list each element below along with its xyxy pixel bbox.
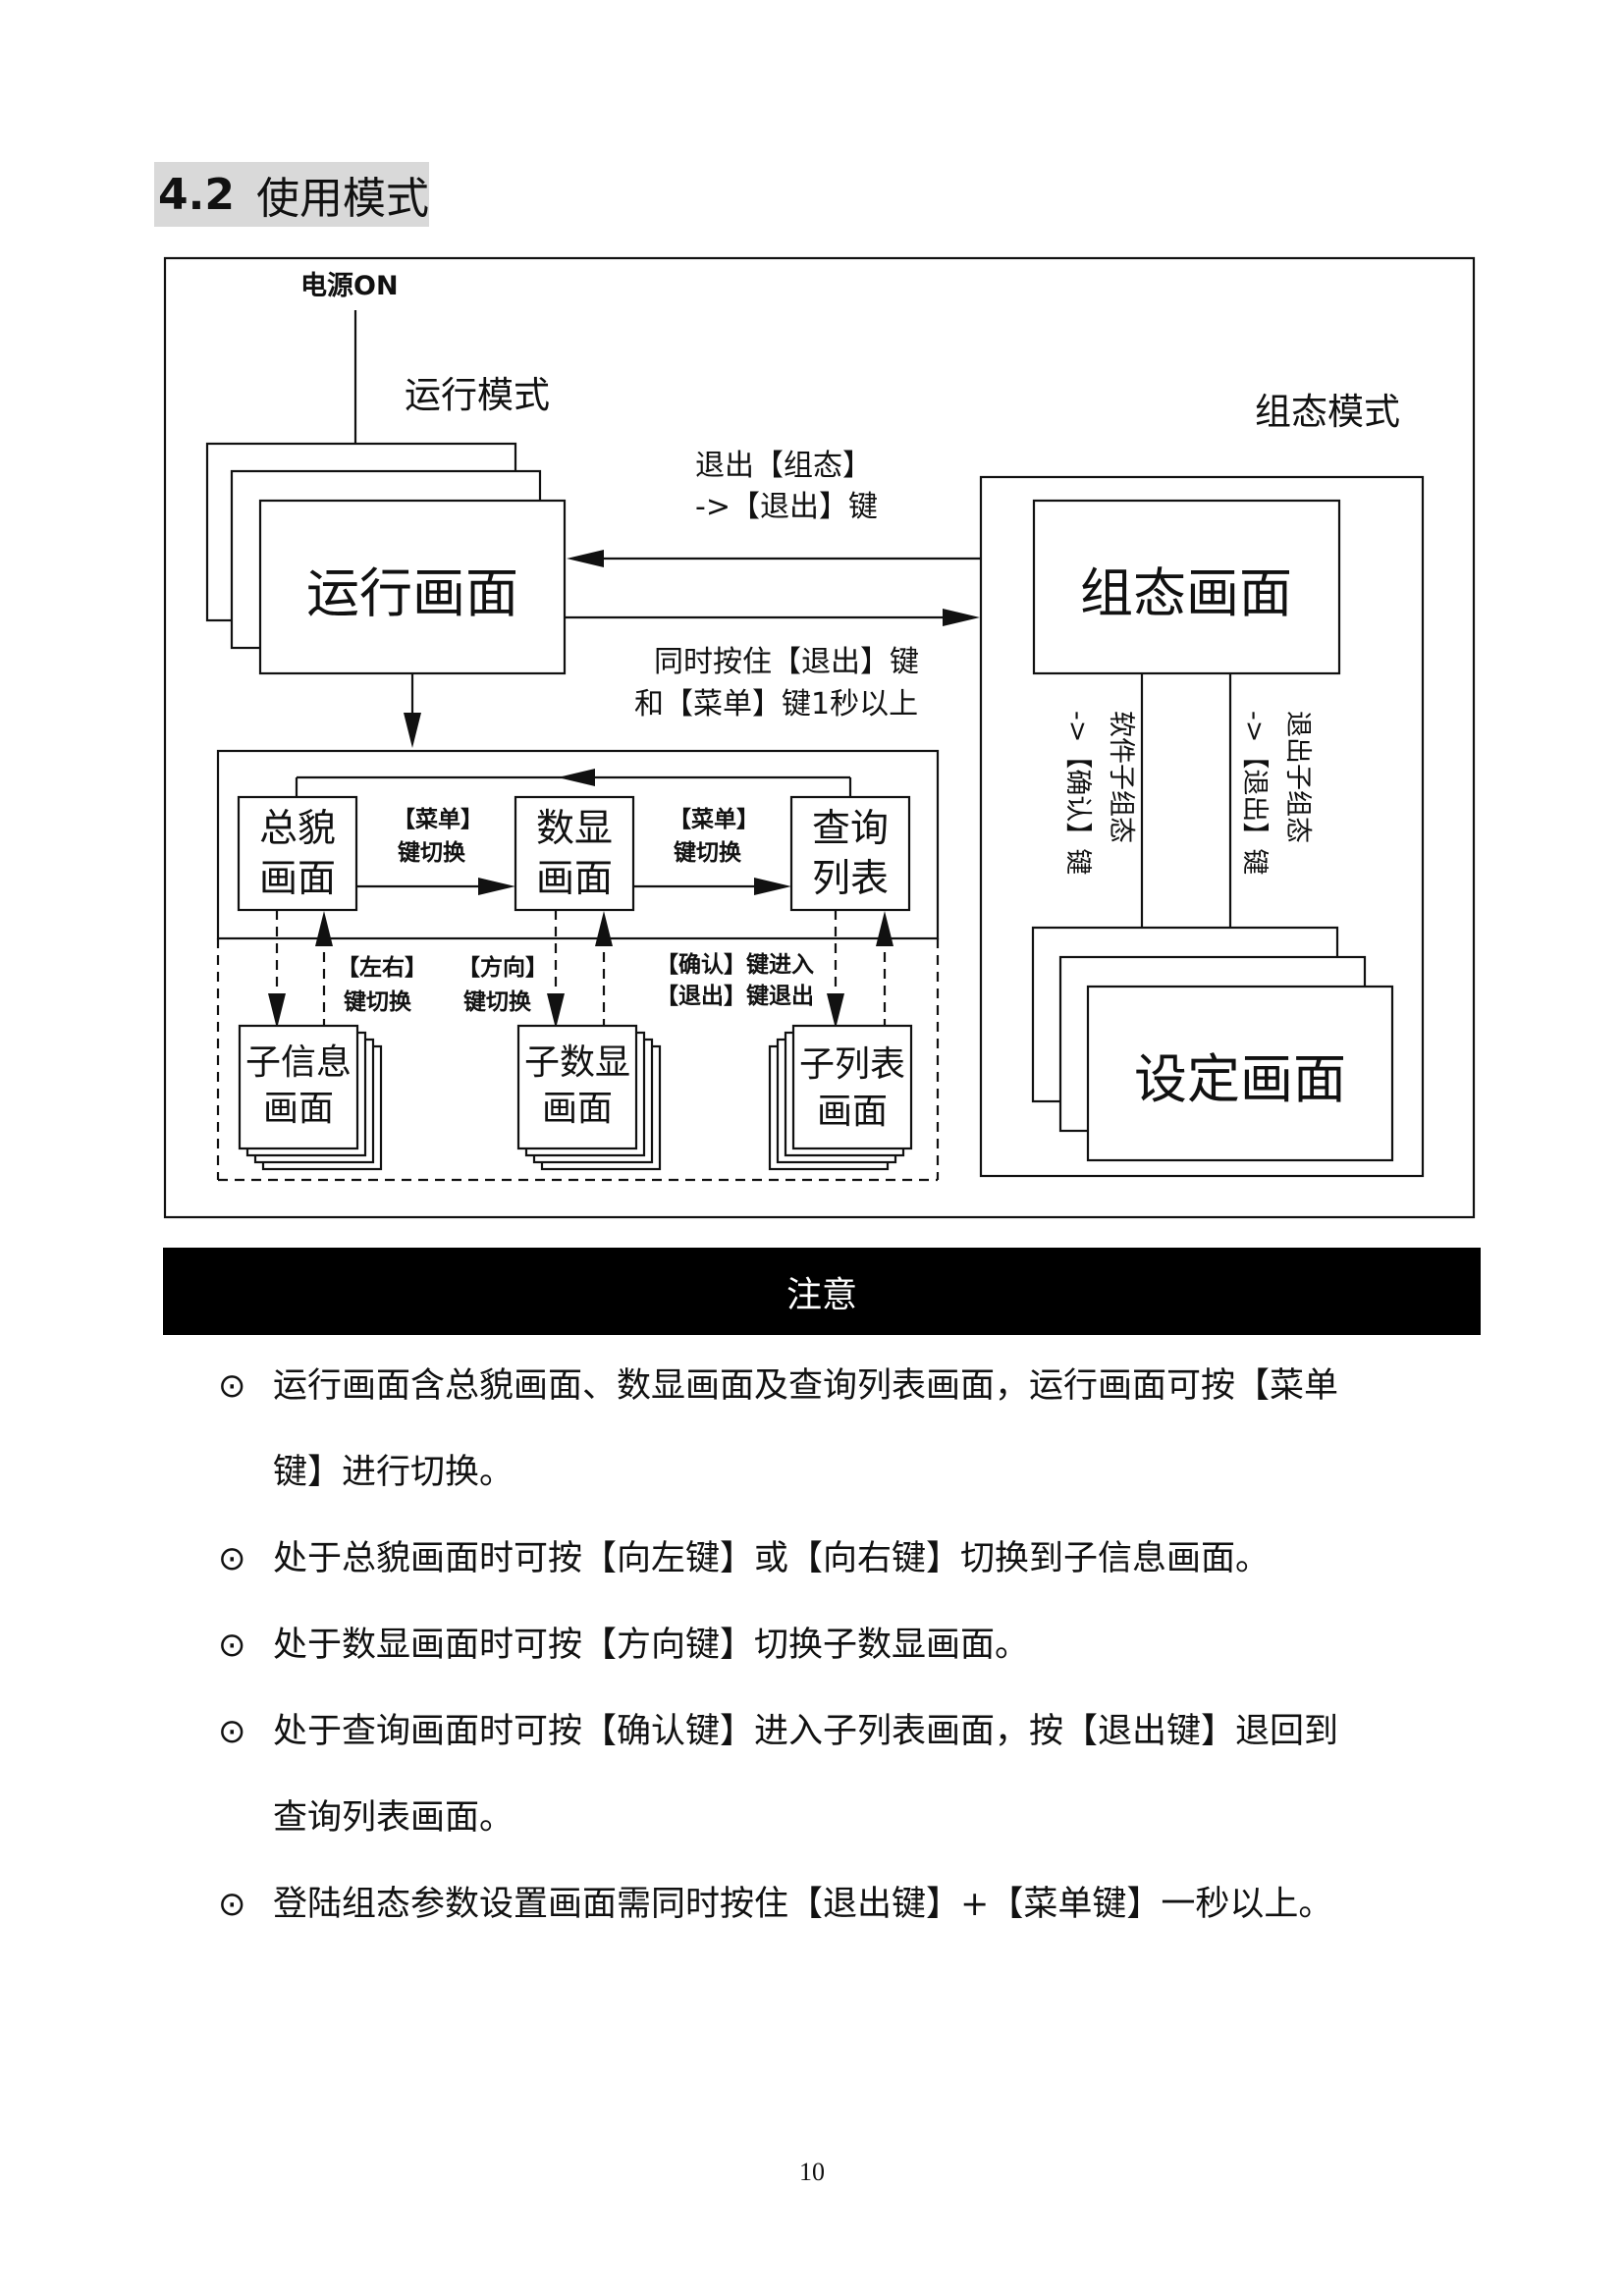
- loop-arrowhead: [558, 769, 595, 786]
- list-item: ⊙ 登陆组态参数设置画面需同时按住【退出键】+【菜单键】一秒以上。: [218, 1861, 1492, 1948]
- exit-config-label-2: ->【退出】键: [695, 490, 878, 524]
- run-down-arrowhead: [404, 713, 421, 748]
- exit-config-label-1: 退出【组态】: [695, 449, 872, 483]
- exit-subconfig-label-2: ->【退出】键: [1239, 711, 1270, 875]
- list-item-text-line: 键】进行切换。: [273, 1453, 514, 1492]
- list-item-text-line: 登陆组态参数设置画面需同时按住【退出键】+【菜单键】一秒以上。: [273, 1885, 1333, 1924]
- setting-screen-box: [1086, 985, 1394, 1162]
- config-mode-label: 组态模式: [1255, 391, 1400, 433]
- dir-label-2: 键切换: [463, 988, 532, 1015]
- page-number: 10: [799, 2158, 825, 2186]
- section-title: 使用模式: [255, 174, 429, 224]
- query-down-arrowhead: [827, 993, 844, 1029]
- menu-switch-label-2b: 键切换: [674, 839, 742, 866]
- sub-info-box: [238, 1024, 359, 1150]
- notice-title: 注意: [785, 1274, 857, 1315]
- bullet-circle-icon: ⊙: [218, 1885, 246, 1924]
- list-item: ⊙ 处于总貌画面时可按【向左键】或【向右键】切换到子信息画面。: [218, 1516, 1492, 1602]
- soft-config-label-1: 软件子组态: [1106, 711, 1136, 843]
- overview-label-1: 总貌: [259, 807, 336, 851]
- query-label-1: 查询: [812, 807, 889, 851]
- run-screen-box: [258, 499, 567, 675]
- menu-switch-label-1b: 键切换: [398, 839, 466, 866]
- overview-down-arrowhead: [268, 993, 286, 1029]
- list-item-text-line: 查询列表画面。: [273, 1798, 514, 1838]
- section-heading: 4.2 使用模式: [154, 162, 429, 227]
- digital-box: [514, 795, 635, 912]
- soft-config-label: 软件子组态 ->【确认】键: [1062, 711, 1136, 875]
- dir-label-1: 【方向】: [458, 954, 548, 981]
- exit-subconfig-label: 退出子组态 ->【退出】键: [1239, 711, 1313, 875]
- menu-switch-label-1a: 【菜单】: [393, 807, 483, 832]
- list-item-text-line: 处于查询画面时可按【确认键】进入子列表画面，按【退出键】退回到: [273, 1712, 1339, 1751]
- menu-arrowhead-2: [754, 878, 791, 895]
- digital-label-1: 数显: [536, 807, 613, 851]
- exit-config-arrowhead: [567, 550, 604, 567]
- query-box: [789, 795, 911, 912]
- usage-mode-diagram: 电源ON 运行模式 组态模式 运行画面 组态画面 退出【组态】 ->【退出】键 …: [163, 256, 1476, 1219]
- list-item-text-line: 处于总貌画面时可按【向左键】或【向右键】切换到子信息画面。: [273, 1539, 1271, 1578]
- list-item: ⊙ 处于查询画面时可按【确认键】进入子列表画面，按【退出键】退回到 查询列表画面…: [218, 1688, 1492, 1861]
- query-up-arrowhead: [876, 911, 893, 946]
- sub-info-label-1: 子信息: [245, 1042, 352, 1083]
- run-screen-label: 运行画面: [306, 562, 518, 624]
- exit-subconfig-label-1: 退出子组态: [1282, 711, 1313, 843]
- sub-digital-label-2: 画面: [542, 1089, 613, 1129]
- lr-label-1: 【左右】: [337, 954, 427, 981]
- section-number: 4.2: [158, 169, 235, 220]
- enter-config-label-2: 和【菜单】键1秒以上: [634, 687, 918, 721]
- sub-list-box: [791, 1024, 913, 1150]
- overview-label-2: 画面: [259, 857, 336, 901]
- sub-list-label-1: 子列表: [799, 1044, 905, 1085]
- sub-digital-box: [516, 1024, 638, 1150]
- bullet-circle-icon: ⊙: [218, 1626, 246, 1665]
- lr-label-2: 键切换: [344, 988, 412, 1015]
- sub-digital-label-1: 子数显: [524, 1042, 630, 1083]
- config-screen-label: 组态画面: [1080, 562, 1292, 624]
- config-screen-box: [1032, 499, 1341, 675]
- query-label-2: 列表: [812, 857, 889, 901]
- power-on-label: 电源ON: [300, 271, 399, 301]
- menu-switch-label-2a: 【菜单】: [669, 807, 759, 832]
- list-item-text-line: 处于数显画面时可按【方向键】切换子数显画面。: [273, 1626, 1030, 1665]
- soft-config-label-2: ->【确认】键: [1062, 711, 1093, 875]
- enter-config-arrowhead: [943, 609, 980, 626]
- menu-arrowhead-1: [478, 878, 515, 895]
- digital-label-2: 画面: [536, 857, 613, 901]
- list-item-text-line: 运行画面含总貌画面、数显画面及查询列表画面，运行画面可按【菜单: [273, 1366, 1339, 1406]
- bullet-circle-icon: ⊙: [218, 1366, 246, 1406]
- setting-screen-label: 设定画面: [1134, 1048, 1346, 1110]
- bullet-circle-icon: ⊙: [218, 1539, 246, 1578]
- digital-down-arrowhead: [547, 993, 565, 1029]
- confirm-enter-label: 【确认】键进入: [656, 951, 814, 978]
- list-item: ⊙ 处于数显画面时可按【方向键】切换子数显画面。: [218, 1602, 1492, 1688]
- bullet-circle-icon: ⊙: [218, 1712, 246, 1751]
- digital-up-arrowhead: [595, 911, 613, 946]
- sub-list-label-2: 画面: [817, 1092, 888, 1132]
- sub-info-label-2: 画面: [263, 1089, 334, 1129]
- list-item: ⊙ 运行画面含总貌画面、数显画面及查询列表画面，运行画面可按【菜单 键】进行切换…: [218, 1343, 1492, 1516]
- exit-back-label: 【退出】键退出: [656, 983, 814, 1009]
- enter-config-label-1: 同时按住【退出】键: [654, 645, 919, 679]
- overview-box: [237, 795, 358, 912]
- run-mode-label: 运行模式: [405, 374, 550, 416]
- notice-list: ⊙ 运行画面含总貌画面、数显画面及查询列表画面，运行画面可按【菜单 键】进行切换…: [218, 1343, 1492, 1948]
- notice-banner: 注意: [163, 1248, 1481, 1335]
- overview-up-arrowhead: [315, 911, 333, 946]
